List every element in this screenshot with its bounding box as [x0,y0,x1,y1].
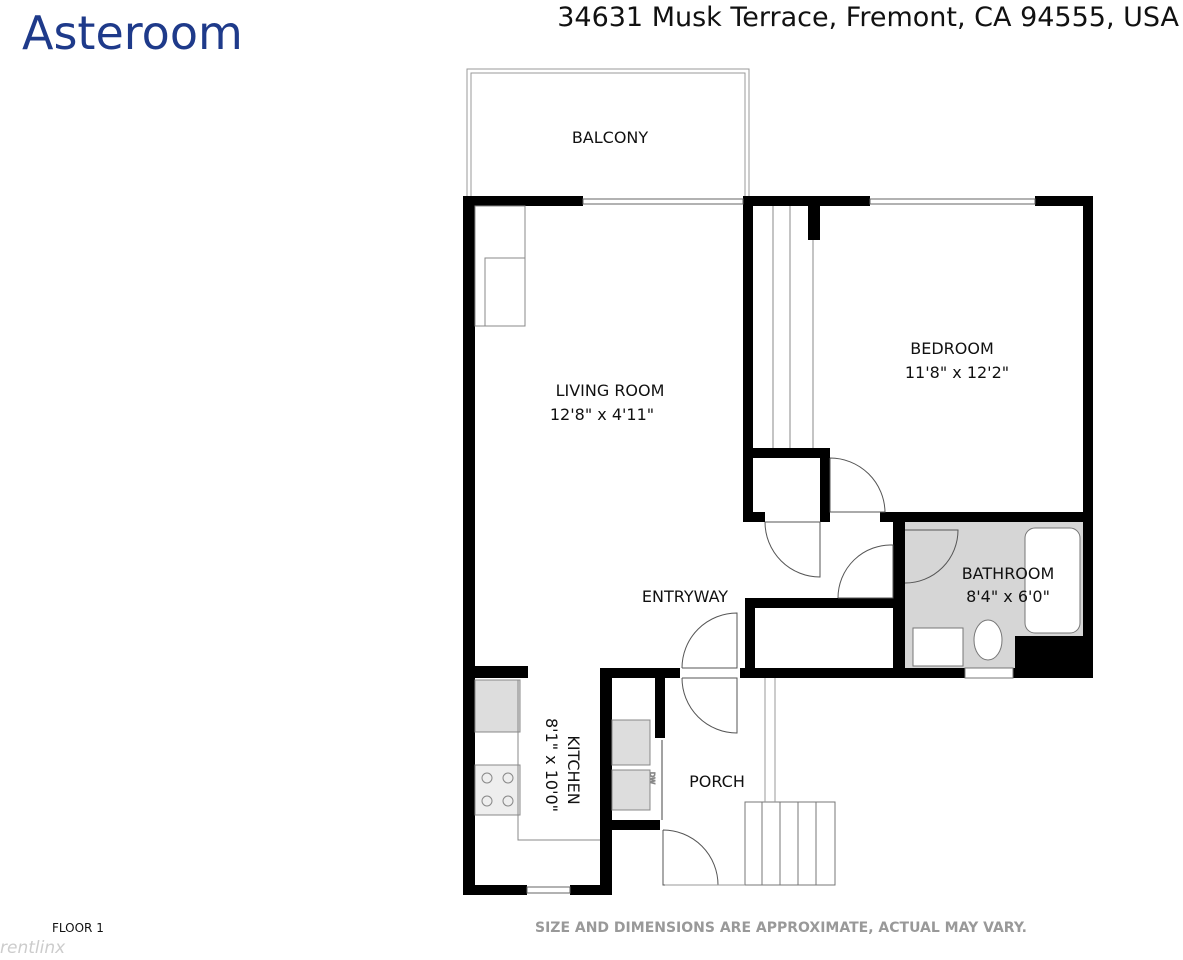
bathroom-size: 8'4" x 6'0" [966,587,1050,606]
living-room-size: 12'8" x 4'11" [550,405,654,424]
rentlinx-watermark: rentlinx [0,938,66,958]
entryway-label: ENTRYWAY [642,587,728,606]
walls [463,196,1093,895]
bathroom-label: BATHROOM [962,564,1055,583]
windows [526,198,1036,894]
closet-doors [772,206,814,448]
kitchen-size: 8'1" x 10'0" [542,718,561,812]
floor-label: FLOOR 1 [52,921,104,935]
fireplace [474,205,526,327]
balcony-label: BALCONY [572,128,649,147]
kitchen-label: KITCHEN [564,735,583,804]
dishwasher-label: DW [648,772,656,784]
bedroom-label: BEDROOM [910,339,994,358]
living-room-label: LIVING ROOM [556,381,665,400]
bedroom-size: 11'8" x 12'2" [905,363,1009,382]
kitchen-fixtures: DW [474,679,663,841]
disclaimer: SIZE AND DIMENSIONS ARE APPROXIMATE, ACT… [535,920,1027,936]
porch-label: PORCH [689,772,745,791]
bath-fixtures [912,527,1081,679]
property-address: 34631 Musk Terrace, Fremont, CA 94555, U… [557,2,1179,33]
doors [662,457,959,886]
asteroom-logo: Asteroom [22,6,243,60]
stairs [665,678,836,886]
